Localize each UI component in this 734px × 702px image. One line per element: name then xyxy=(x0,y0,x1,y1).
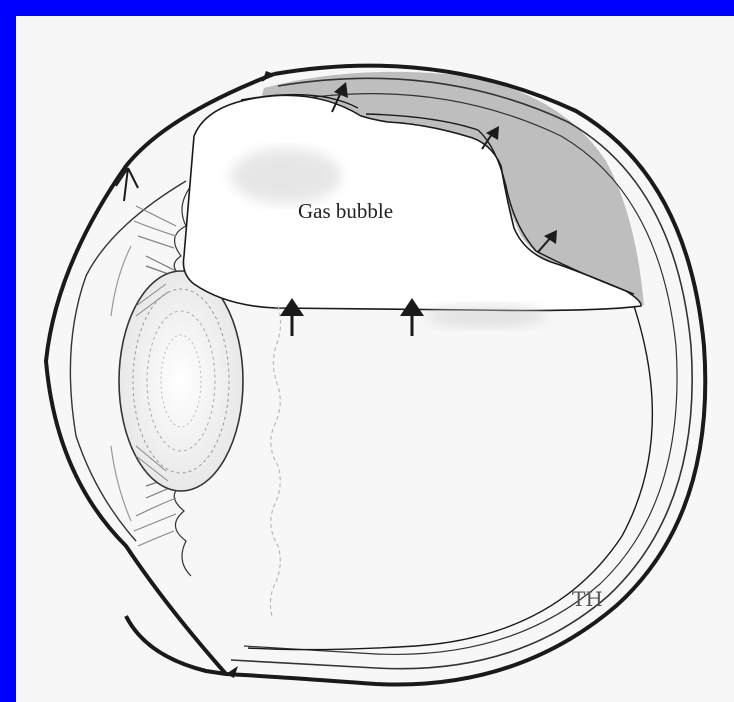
vitreous-interface xyxy=(270,306,280,616)
artist-initials: TH xyxy=(572,587,603,611)
illustration-panel: Gas bubble xyxy=(16,16,734,702)
lens xyxy=(119,271,243,491)
gas-bubble-label: Gas bubble xyxy=(298,199,393,223)
eye-cross-section-diagram: Gas bubble xyxy=(16,16,734,702)
